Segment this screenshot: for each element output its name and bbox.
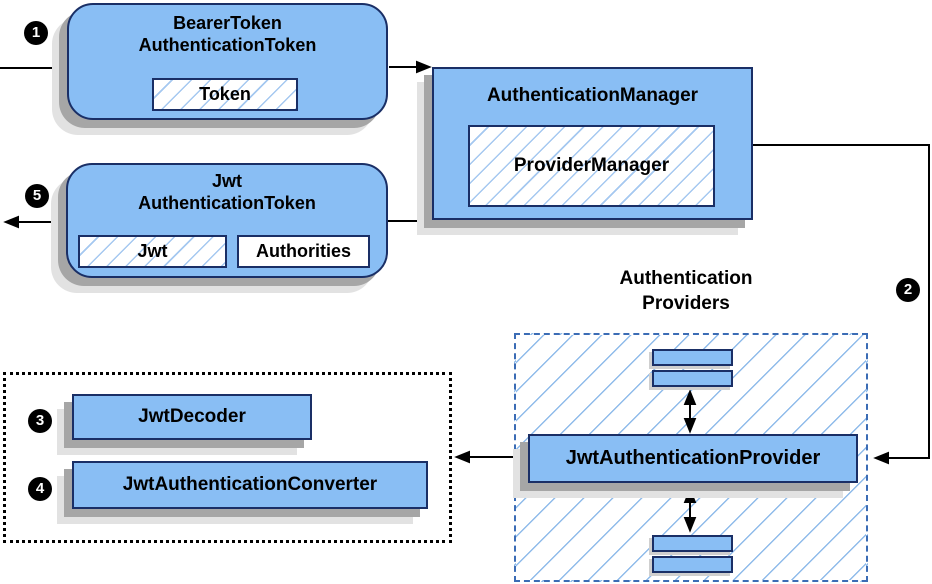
step-5-badge: 5 [25,184,49,208]
bearer-token-title: BearerToken AuthenticationToken [69,12,386,56]
providers-group-heading: Authentication Providers [586,266,786,316]
provider-bar-top-1 [652,349,733,366]
providers-heading-line1: Authentication [619,268,753,289]
jwt-authentication-converter-node: JwtAuthenticationConverter [72,461,428,509]
step-2-badge: 2 [896,278,920,302]
authentication-manager-title: AuthenticationManager [486,85,699,106]
jwt-authentication-provider-node: JwtAuthenticationProvider [528,434,858,483]
decoder-converter-group [3,372,452,543]
bearer-token-title-line2: AuthenticationToken [138,35,317,55]
authorities-field: Authorities [237,235,370,268]
providers-heading-line2: Providers [642,293,730,314]
step-3-badge: 3 [28,409,52,433]
jwt-token-title-line1: Jwt [211,171,242,191]
bearer-token-title-line1: BearerToken [173,13,282,33]
provider-manager-field: ProviderManager [468,125,715,207]
provider-bar-bottom-1 [652,535,733,552]
jwt-token-title: Jwt AuthenticationToken [68,170,386,214]
jwt-authentication-token-node: Jwt AuthenticationToken Jwt Authorities [66,163,388,278]
bearer-token-authentication-token-node: BearerToken AuthenticationToken Token [67,3,388,120]
provider-bar-bottom-2 [652,556,733,573]
jwt-decoder-node: JwtDecoder [72,394,312,440]
step-4-badge: 4 [28,477,52,501]
jwt-token-title-line2: AuthenticationToken [138,193,316,213]
jwt-field: Jwt [78,235,227,268]
token-field: Token [152,78,298,111]
step-1-badge: 1 [24,21,48,45]
provider-bar-top-2 [652,370,733,387]
authentication-manager-node: AuthenticationManager ProviderManager [432,67,753,220]
